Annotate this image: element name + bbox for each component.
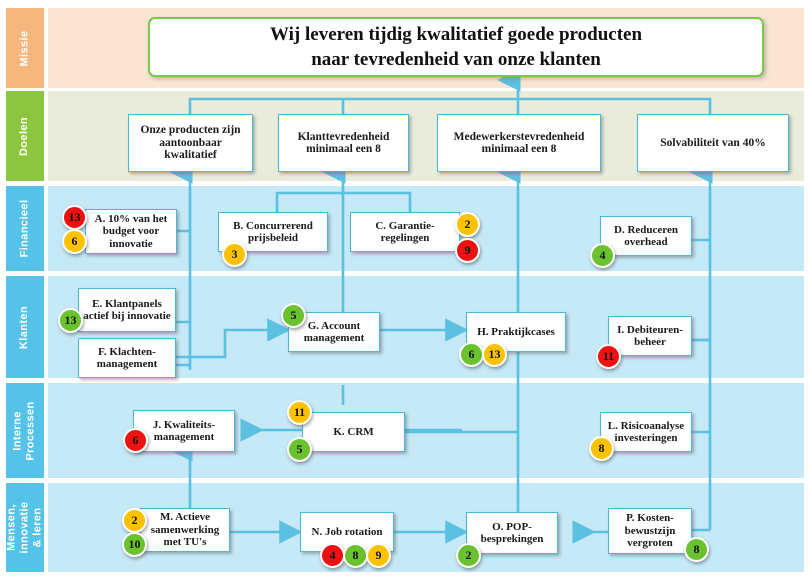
objective-box-D[interactable]: D. Reduceren overhead [600, 216, 692, 256]
badge-value: 2 [465, 548, 472, 562]
badge-value: 5 [296, 442, 303, 456]
band-label-financieel: Financieel [6, 186, 44, 271]
objective-box-L[interactable]: L. Risicoanalyse investeringen [600, 412, 692, 452]
score-badge-H-1[interactable]: 6 [459, 342, 484, 367]
score-badge-A-1[interactable]: 13 [62, 205, 87, 230]
objective-box-F[interactable]: F. Klachten-management [78, 338, 176, 378]
objective-box-E[interactable]: E. Klantpanels actief bij innovatie [78, 288, 176, 332]
badge-value: 6 [468, 347, 475, 361]
badge-value: 3 [231, 247, 238, 261]
badge-value: 8 [352, 548, 359, 562]
badge-value: 9 [464, 243, 471, 257]
mission-line-1: Wij leveren tijdig kwalitatief goede pro… [269, 24, 643, 45]
band-label-mensen: Mensen, innovatie & leren [6, 483, 44, 572]
band-label-interne-processen: Interne Processen [6, 383, 44, 478]
goal-box-solvabiliteit[interactable]: Solvabiliteit van 40% [637, 114, 789, 172]
objective-label: E. Klantpanels actief bij innovatie [83, 297, 171, 323]
score-badge-M-2[interactable]: 10 [122, 532, 147, 557]
badge-value: 13 [68, 210, 81, 224]
goal-box-klanttevredenheid[interactable]: Klanttevredenheid minimaal een 8 [278, 114, 409, 172]
mission-line-2: naar tevredenheid van onze klanten [311, 49, 601, 70]
score-badge-K-2[interactable]: 5 [287, 437, 312, 462]
score-badge-N-1[interactable]: 4 [320, 543, 345, 568]
badge-value: 6 [71, 234, 78, 248]
badge-value: 2 [464, 217, 471, 231]
objective-label: M. Actieve samenwerking met TU's [150, 511, 220, 549]
score-badge-M-1[interactable]: 2 [122, 508, 147, 533]
badge-value: 13 [64, 313, 77, 327]
badge-value: 5 [290, 308, 297, 322]
badge-value: 11 [293, 405, 306, 419]
score-badge-K-1[interactable]: 11 [287, 400, 312, 425]
score-badge-D-1[interactable]: 4 [590, 243, 615, 268]
badge-value: 11 [602, 349, 615, 363]
goal-box-medewerkerstevredenheid[interactable]: Medewerkerstevredenheid minimaal een 8 [437, 114, 601, 172]
score-badge-A-2[interactable]: 6 [62, 229, 87, 254]
objective-box-I[interactable]: I. Debiteuren-beheer [608, 316, 692, 356]
objective-label: O. POP-besprekingen [480, 520, 544, 546]
score-badge-L-1[interactable]: 8 [589, 436, 614, 461]
score-badge-N-2[interactable]: 8 [343, 543, 368, 568]
objective-box-J[interactable]: J. Kwaliteits-management [133, 410, 235, 452]
objective-label: P. Kosten-bewustzijn vergroten [624, 512, 676, 550]
score-badge-E-1[interactable]: 13 [58, 308, 83, 333]
score-badge-N-3[interactable]: 9 [366, 543, 391, 568]
score-badge-C-1[interactable]: 2 [455, 212, 480, 237]
objective-label: H. Praktijkcases [477, 325, 555, 338]
badge-value: 2 [131, 513, 138, 527]
band-label-doelen: Doelen [6, 91, 44, 181]
objective-box-C[interactable]: C. Garantie-regelingen [350, 212, 460, 252]
badge-value: 9 [375, 548, 382, 562]
goal-label: Medewerkerstevredenheid minimaal een 8 [453, 130, 585, 156]
goal-box-kwaliteit[interactable]: Onze producten zijn aantoonbaar kwalitat… [128, 114, 253, 172]
band-label-klanten: Klanten [6, 276, 44, 378]
badge-value: 8 [598, 441, 605, 455]
score-badge-J-1[interactable]: 6 [123, 428, 148, 453]
objective-label: I. Debiteuren-beheer [617, 323, 683, 349]
badge-value: 6 [132, 433, 139, 447]
score-badge-P-1[interactable]: 8 [684, 537, 709, 562]
goal-label: Solvabiliteit van 40% [660, 136, 766, 149]
badge-value: 4 [599, 248, 606, 262]
badge-value: 10 [128, 537, 141, 551]
objective-box-K[interactable]: K. CRM [302, 412, 405, 452]
band-label-missie: Missie [6, 8, 44, 88]
objective-box-P[interactable]: P. Kosten-bewustzijn vergroten [608, 508, 692, 554]
objective-box-A[interactable]: A. 10% van het budget voor innovatie [85, 209, 177, 254]
objective-label: L. Risicoanalyse investeringen [607, 419, 685, 445]
goal-label: Klanttevredenheid minimaal een 8 [297, 130, 390, 156]
objective-label: F. Klachten-management [96, 345, 158, 371]
score-badge-B-1[interactable]: 3 [222, 242, 247, 267]
badge-value: 8 [693, 542, 700, 556]
objective-label: J. Kwaliteits-management [152, 418, 216, 444]
objective-box-M[interactable]: M. Actieve samenwerking met TU's [140, 508, 230, 552]
badge-value: 4 [329, 548, 336, 562]
objective-label: D. Reduceren overhead [614, 223, 678, 249]
objective-label: N. Job rotation [311, 525, 383, 538]
score-badge-I-1[interactable]: 11 [596, 344, 621, 369]
score-badge-C-2[interactable]: 9 [455, 238, 480, 263]
mission-statement: Wij leveren tijdig kwalitatief goede pro… [148, 17, 764, 77]
objective-label: C. Garantie-regelingen [375, 219, 435, 245]
objective-label: G. Account management [303, 319, 365, 345]
objective-label: K. CRM [333, 425, 374, 438]
objective-label: A. 10% van het budget voor innovatie [94, 212, 168, 250]
badge-value: 13 [488, 347, 501, 361]
score-badge-G-1[interactable]: 5 [281, 303, 306, 328]
objective-box-O[interactable]: O. POP-besprekingen [466, 512, 558, 554]
goal-label: Onze producten zijn aantoonbaar kwalitat… [140, 124, 241, 162]
score-badge-H-2[interactable]: 13 [482, 342, 507, 367]
score-badge-O-1[interactable]: 2 [456, 543, 481, 568]
objective-label: B. Concurrerend prijsbeleid [233, 219, 313, 245]
